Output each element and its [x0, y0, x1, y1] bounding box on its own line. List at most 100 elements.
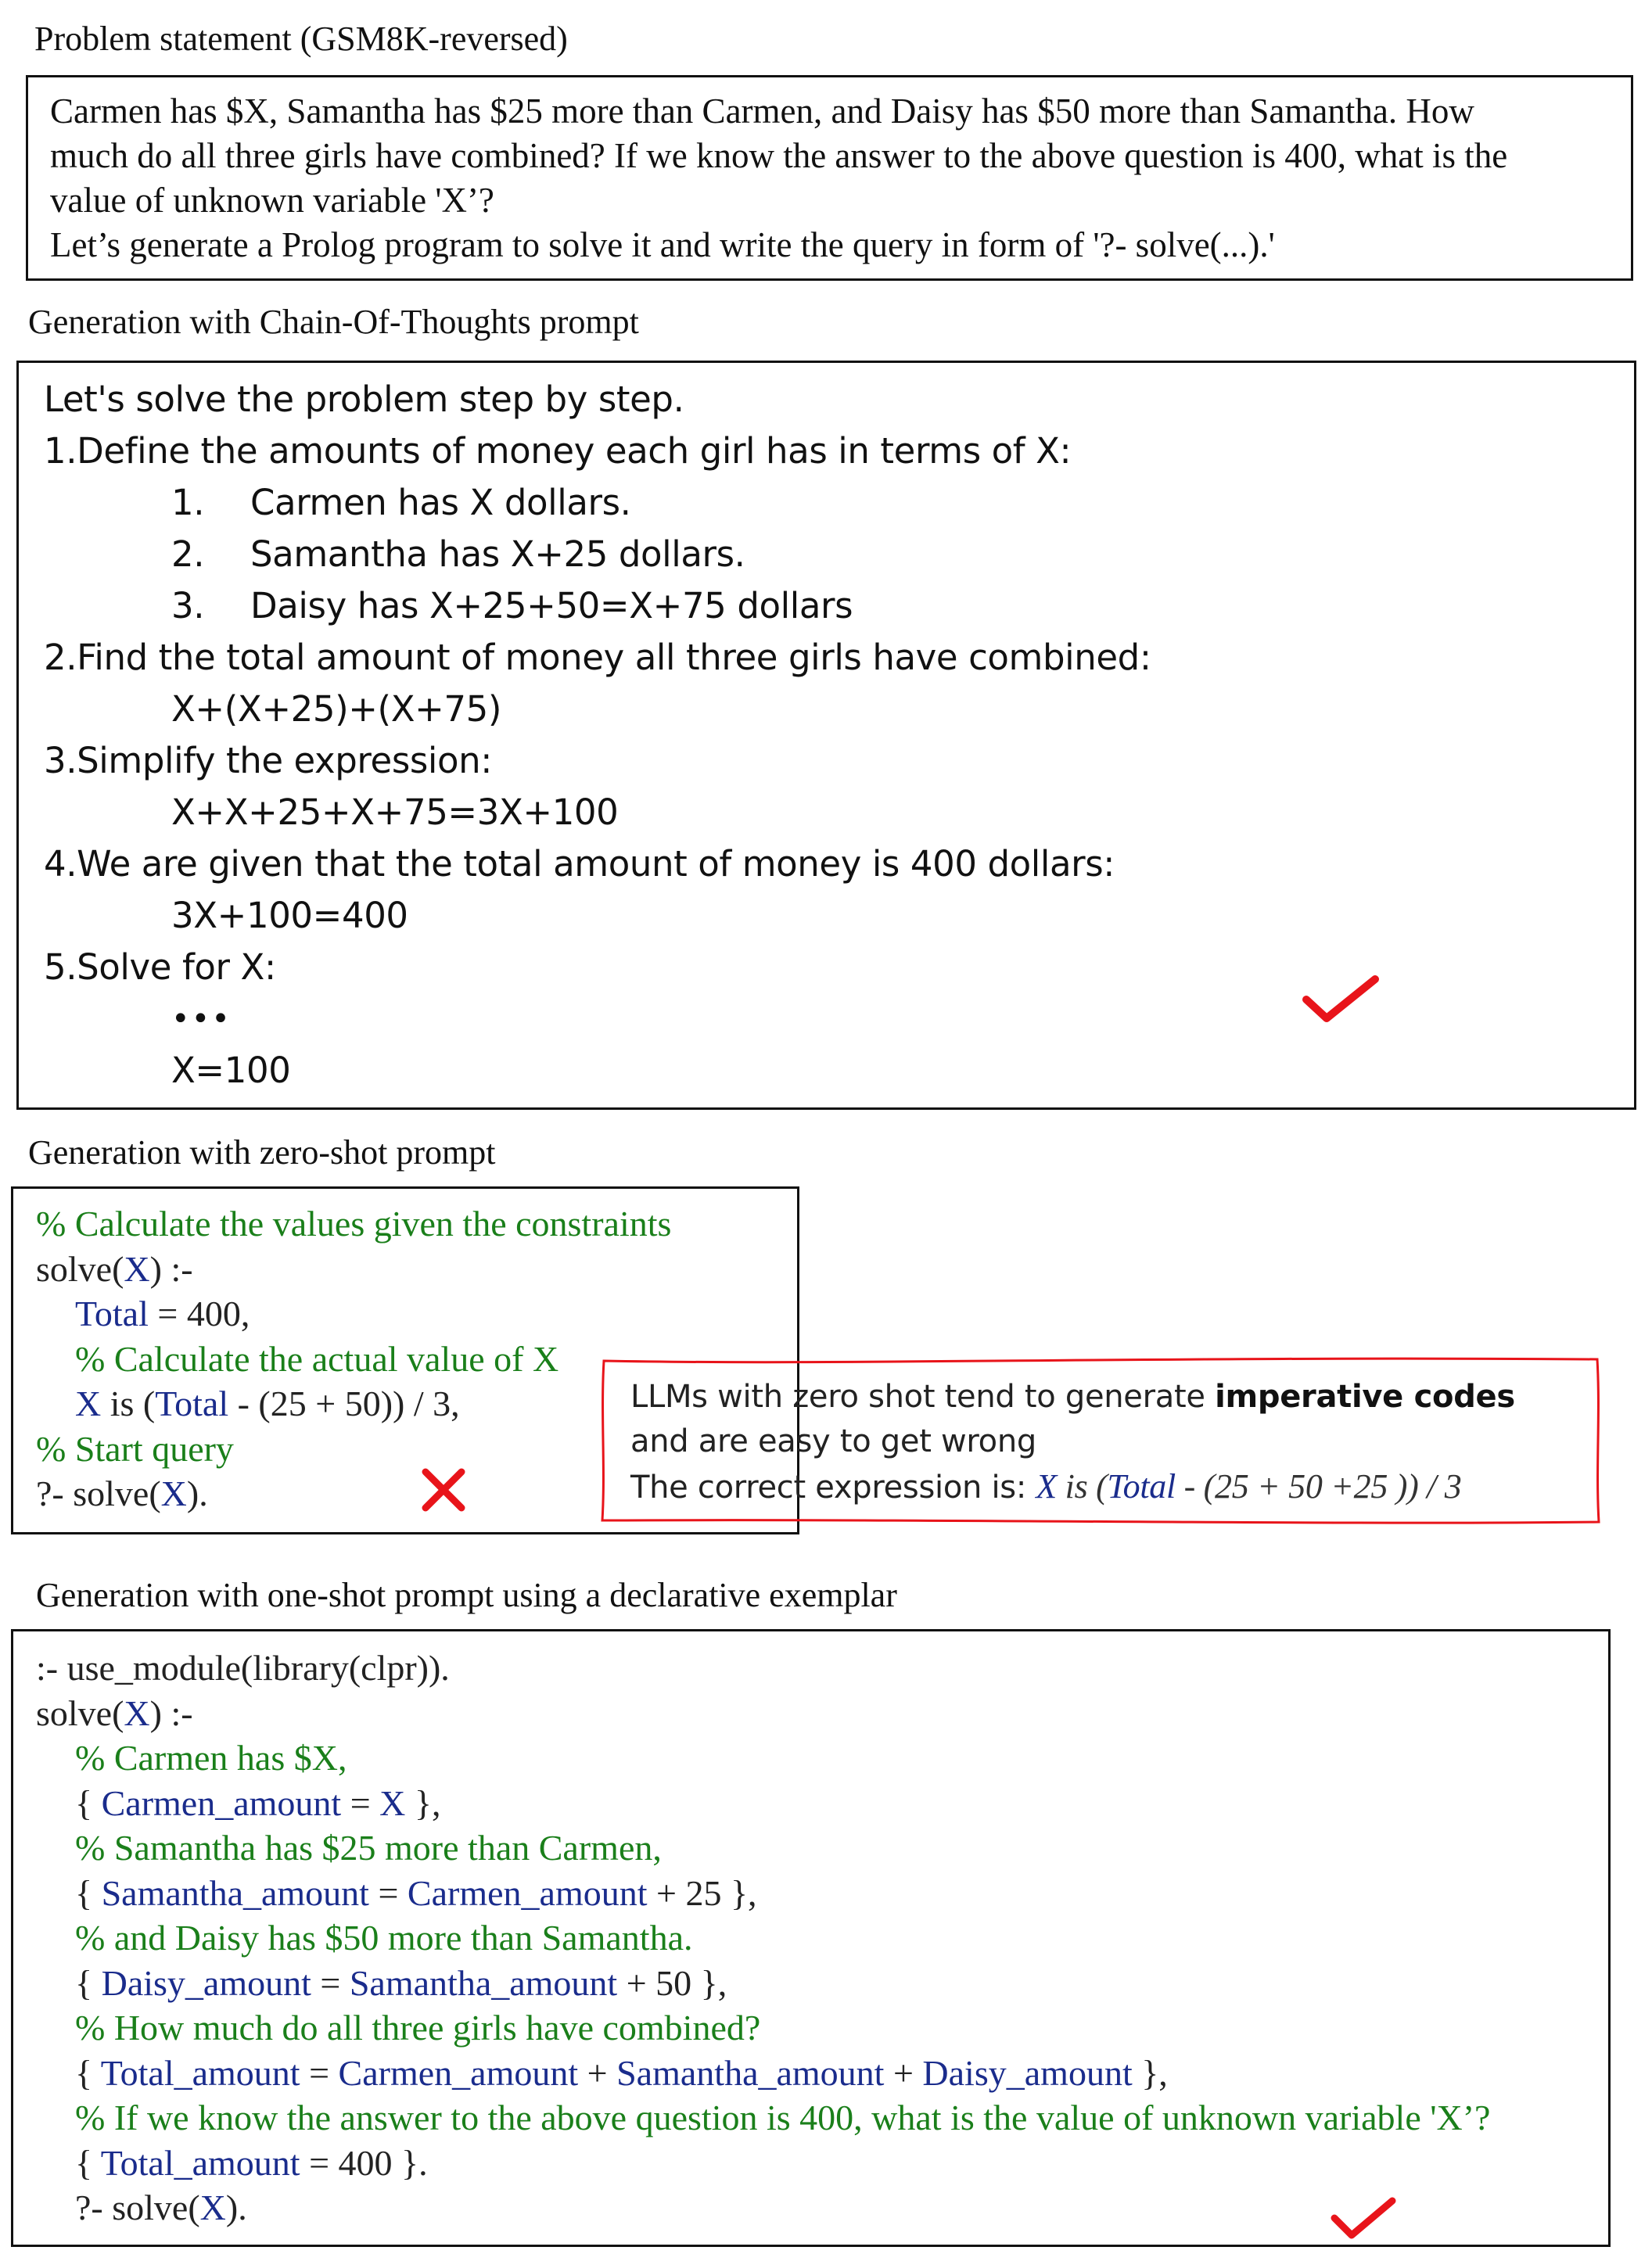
code-variable: Carmen_amount [407, 1873, 648, 1913]
code-text: { [75, 1873, 102, 1913]
code-text: solve( [36, 1249, 124, 1289]
code-comment: % Samantha has $25 more than Carmen, [75, 1828, 662, 1868]
code-comment: % Calculate the values given the constra… [36, 1204, 672, 1244]
cot-sub-number: 2. [171, 533, 205, 575]
code-text: = 400 }. [300, 2143, 428, 2183]
code-line: { Samantha_amount = Carmen_amount + 25 }… [75, 1871, 757, 1916]
problem-line: Let’s generate a Prolog program to solve… [50, 225, 1275, 264]
code-text: solve( [36, 1693, 124, 1733]
code-comment: % Calculate the actual value of X [75, 1339, 559, 1379]
check-mark-icon [1331, 2197, 1396, 2239]
callout-expr-text: is ( [1056, 1467, 1108, 1506]
callout-text: LLMs with zero shot tend to generate [630, 1379, 1216, 1415]
callout-line: The correct expression is: X is (Total -… [630, 1464, 1462, 1510]
code-text: { [75, 1783, 102, 1823]
callout-expr-text: - (25 + 50 +25 )) / 3 [1175, 1467, 1462, 1506]
code-variable: X [124, 1693, 150, 1733]
code-text: + [578, 2053, 617, 2093]
code-text: ) :- [149, 1249, 193, 1289]
code-text: ?- solve( [36, 1473, 161, 1513]
code-line: ?- solve(X). [75, 2185, 247, 2231]
code-variable: X [199, 2188, 226, 2227]
code-text: { [75, 2143, 101, 2183]
cot-line: 5.Solve for X: [44, 946, 276, 988]
cot-sub-number: 3. [171, 585, 205, 626]
callout-text: The correct expression is: [630, 1470, 1036, 1506]
code-line: solve(X) :- [36, 1247, 193, 1292]
cot-box: Let's solve the problem step by step. 1.… [16, 361, 1636, 1110]
problem-line: much do all three girls have combined? I… [50, 136, 1508, 175]
code-comment: % Start query [36, 1429, 234, 1469]
code-comment: % How much do all three girls have combi… [75, 2008, 761, 2048]
callout-line: and are easy to get wrong [630, 1423, 1036, 1459]
code-line: { Carmen_amount = X }, [75, 1781, 440, 1826]
code-variable: Total [75, 1294, 149, 1333]
cot-line: 3X+100=400 [171, 895, 408, 936]
code-text: ). [186, 1473, 208, 1513]
code-text: = 400, [148, 1294, 250, 1333]
zeroshot-box [11, 1186, 799, 1534]
code-variable: Samantha_amount [349, 1963, 618, 2003]
code-text: = [300, 2053, 339, 2093]
problem-line: value of unknown variable 'X’? [50, 181, 494, 220]
code-line: solve(X) :- [36, 1691, 193, 1736]
code-text: ). [225, 2188, 247, 2227]
code-text: + 50 }, [617, 1963, 727, 2003]
code-variable: X [160, 1473, 187, 1513]
code-variable: Samantha_amount [616, 2053, 885, 2093]
cot-line: 3.Simplify the expression: [44, 740, 493, 781]
cot-heading: Generation with Chain-Of-Thoughts prompt [28, 303, 639, 341]
code-line: { Daisy_amount = Samantha_amount + 50 }, [75, 1961, 727, 2006]
code-variable: Samantha_amount [101, 1873, 369, 1913]
code-text: }, [1132, 2053, 1168, 2093]
problem-box: Carmen has $X, Samantha has $25 more tha… [26, 75, 1633, 281]
code-text: { [75, 2053, 101, 2093]
cot-line: 4.We are given that the total amount of … [44, 843, 1115, 885]
callout-expr-variable: Total [1107, 1467, 1176, 1506]
cot-sub-number: 1. [171, 482, 205, 523]
code-text: ) :- [149, 1693, 193, 1733]
code-variable: X [124, 1249, 150, 1289]
cot-line: 2.Find the total amount of money all thr… [44, 637, 1151, 678]
code-comment: % and Daisy has $50 more than Samantha. [75, 1918, 693, 1958]
code-text: is ( [101, 1384, 156, 1423]
code-text: - (25 + 50)) / 3, [228, 1384, 460, 1423]
cot-line: X+X+25+X+75=3X+100 [171, 791, 619, 833]
code-variable: Total_amount [100, 2143, 300, 2183]
code-comment: % Carmen has $X, [75, 1738, 347, 1778]
code-text: }, [405, 1783, 441, 1823]
cot-line: X=100 [171, 1050, 291, 1091]
code-text: { [75, 1963, 102, 2003]
code-line: :- use_module(library(clpr)). [36, 1648, 450, 1688]
code-text: + [884, 2053, 923, 2093]
cot-line: X+(X+25)+(X+75) [171, 688, 502, 730]
code-variable: Total [155, 1384, 229, 1423]
code-comment: % If we know the answer to the above que… [75, 2098, 1491, 2137]
code-line: X is (Total - (25 + 50)) / 3, [75, 1381, 460, 1427]
callout-line: LLMs with zero shot tend to generate imp… [630, 1375, 1515, 1420]
cot-line: Let's solve the problem step by step. [44, 379, 684, 420]
code-text: = [368, 1873, 408, 1913]
problem-heading: Problem statement (GSM8K-reversed) [34, 20, 568, 58]
code-variable: Daisy_amount [922, 2053, 1133, 2093]
problem-line: Carmen has $X, Samantha has $25 more tha… [50, 92, 1474, 131]
oneshot-box [11, 1629, 1611, 2247]
check-mark-icon [1302, 975, 1379, 1022]
code-line: Total = 400, [75, 1291, 250, 1337]
cot-line: Daisy has X+25+50=X+75 dollars [250, 585, 853, 626]
zeroshot-heading: Generation with zero-shot prompt [28, 1133, 496, 1172]
code-line: { Total_amount = 400 }. [75, 2141, 428, 2186]
code-text: = [341, 1783, 380, 1823]
code-line: { Total_amount = Carmen_amount + Samanth… [75, 2051, 1168, 2096]
code-variable: Daisy_amount [101, 1963, 311, 2003]
callout-expr-variable: X [1036, 1467, 1057, 1506]
code-line: ?- solve(X). [36, 1471, 208, 1516]
callout-bold: imperative codes [1215, 1379, 1515, 1415]
code-text: + 25 }, [647, 1873, 757, 1913]
code-variable: X [379, 1783, 406, 1823]
cot-ellipsis: ••• [171, 1001, 232, 1037]
code-text: ?- solve( [75, 2188, 200, 2227]
code-variable: Carmen_amount [101, 1783, 342, 1823]
code-text: = [311, 1963, 350, 2003]
oneshot-heading: Generation with one-shot prompt using a … [36, 1576, 897, 1614]
